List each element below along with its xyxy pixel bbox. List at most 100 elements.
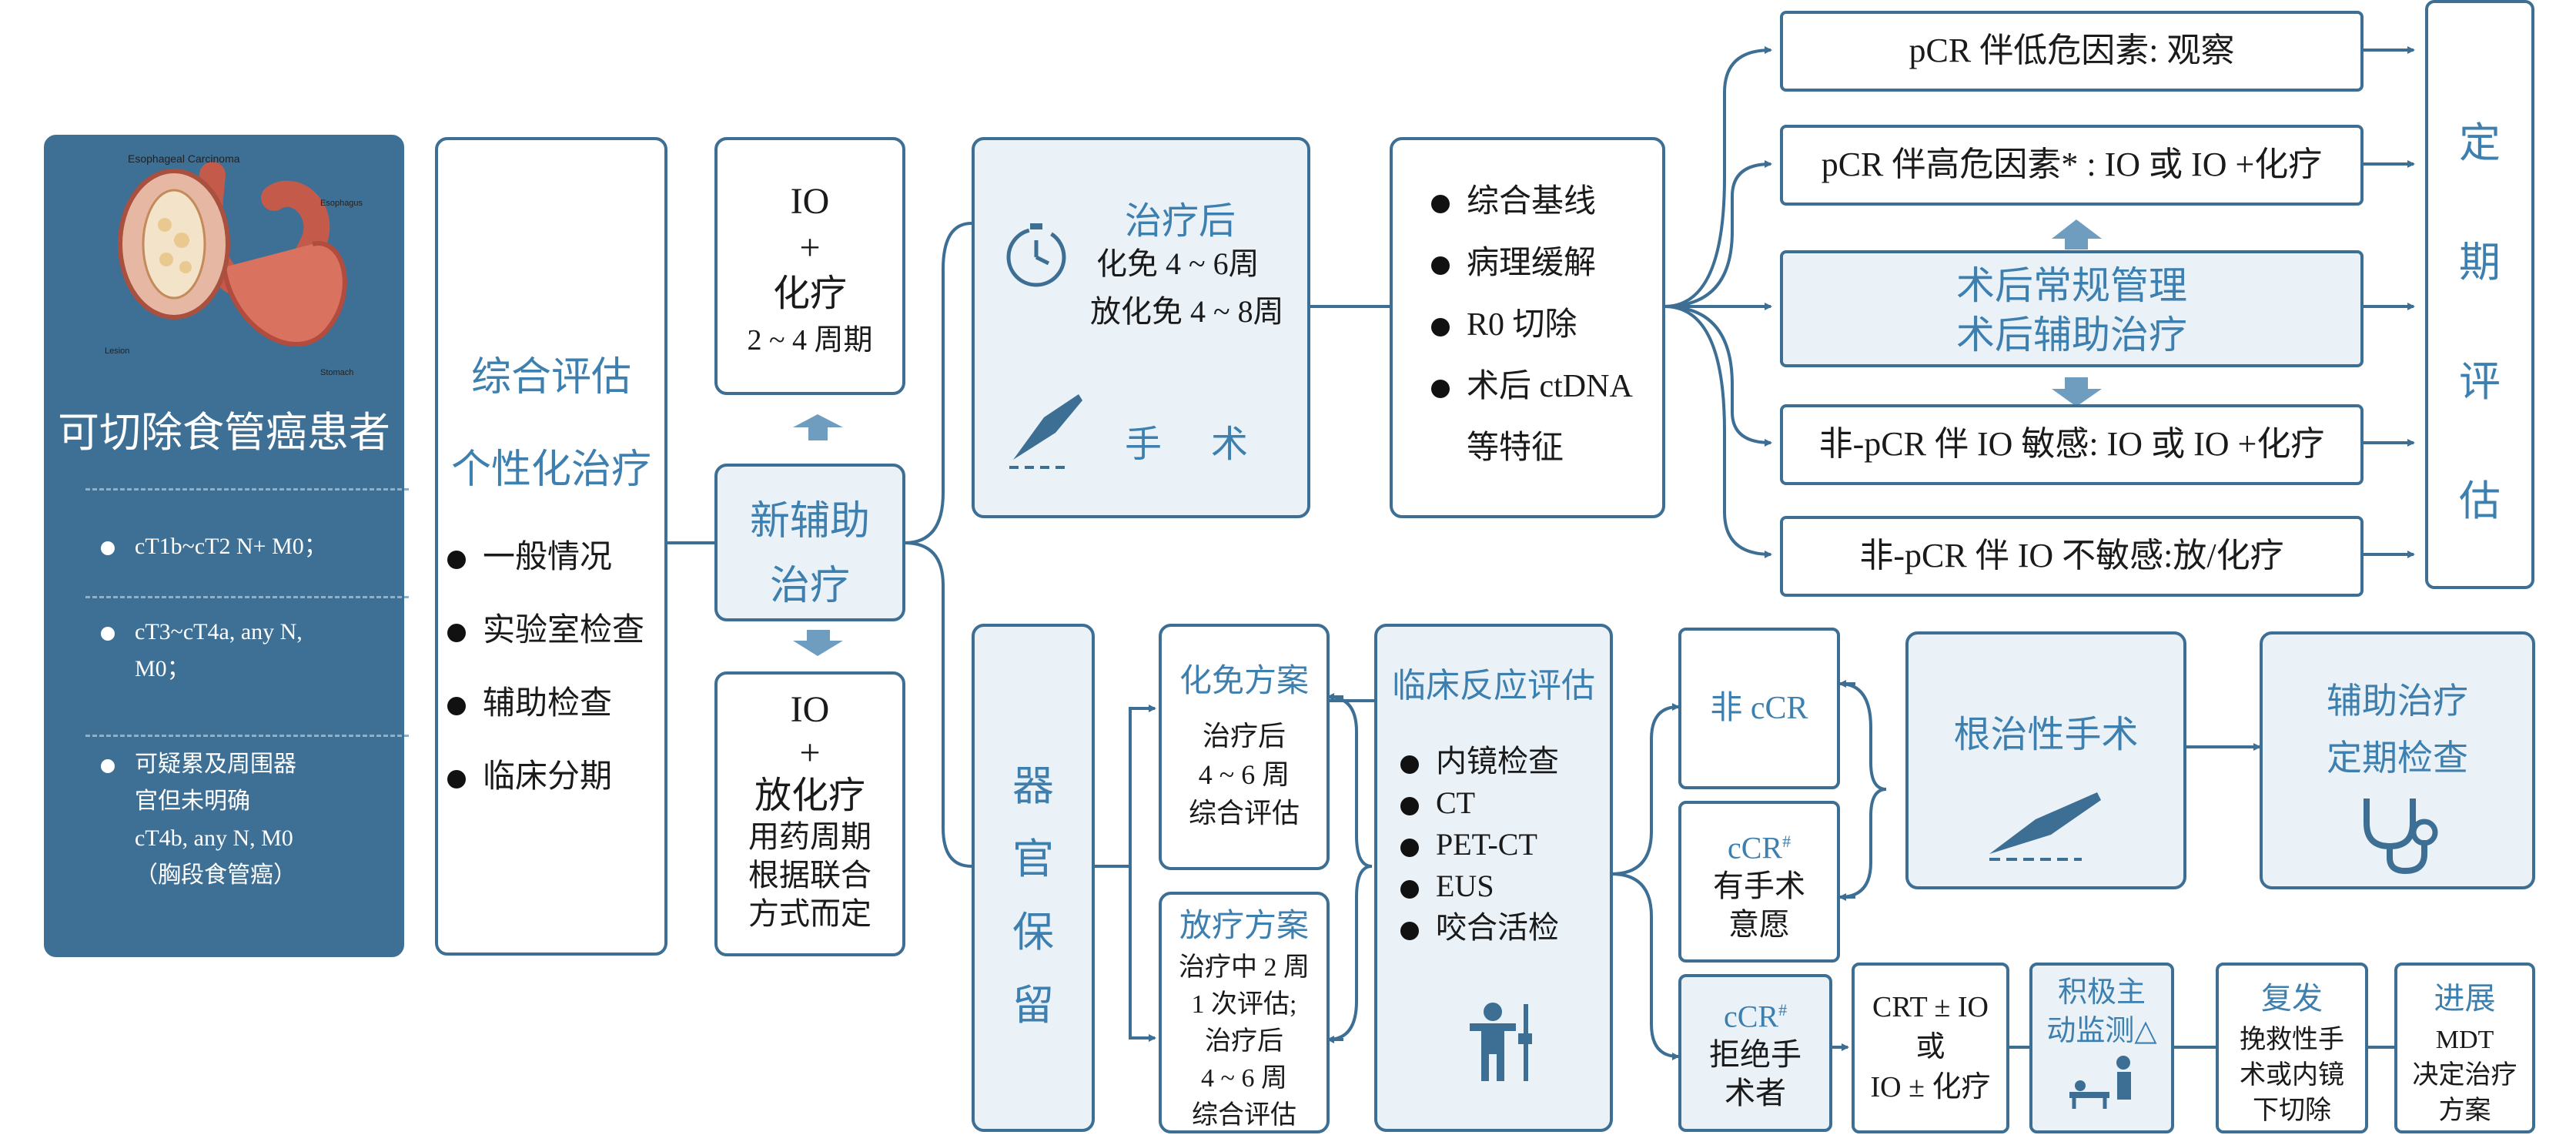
periodic-evaluation-box: 定 期 评 估 [2425, 0, 2534, 589]
ccr-willing-line3: 意愿 [1728, 907, 1790, 942]
neoadjuvant-box: 新辅助 治疗 [714, 464, 905, 621]
io-chemo-line3: 化疗 [772, 273, 847, 314]
organ-char-2: 官 [1012, 836, 1054, 882]
rad-plan-line5: 综合评估 [1192, 1101, 1296, 1130]
io-chemo-box: IO + 化疗 2 ~ 4 周期 [714, 137, 905, 395]
progression-line3: 方案 [2438, 1096, 2491, 1125]
assessment-box: 综合评估 个性化治疗 一般情况 实验室检查 辅助检查 临床分期 [435, 137, 667, 956]
criteria-2: cT3~cT4a, any N,M0； [101, 614, 303, 688]
chemo-immuno-line3: 综合评估 [1188, 798, 1300, 829]
postop-line2: 术后辅助治疗 [1956, 313, 2187, 357]
active-surveillance-box: 积极主 动监测△ [2029, 963, 2174, 1133]
chemo-immuno-plan-box: 化免方案 治疗后 4 ~ 6 周 综合评估 [1159, 624, 1330, 870]
clinical-item-1: 内镜检查 [1436, 744, 1559, 778]
organ-char-1: 器 [1012, 763, 1054, 809]
surgery-interval-1: 化免 4 ~ 6周 [1096, 246, 1260, 281]
organ-char-4: 留 [1012, 983, 1054, 1029]
periodic-char-1: 定 [2459, 120, 2501, 166]
progression-box: 进展 MDT 决定治疗 方案 [2394, 963, 2535, 1133]
patient-panel: Esophageal Carcinoma Esophagus Lesion St… [44, 135, 409, 957]
ccr-refuse-line3: 术者 [1725, 1076, 1786, 1111]
postop-line1: 术后常规管理 [1956, 264, 2187, 307]
baseline-extra: 等特征 [1467, 430, 1564, 466]
io-chemorad-line6: 方式而定 [748, 896, 871, 931]
organ-preservation-box: 器 官 保 留 [972, 624, 1095, 1132]
io-chemorad-line1: IO [790, 689, 830, 730]
organ-char-3: 保 [1012, 909, 1054, 956]
divider [85, 596, 409, 598]
io-chemo-cycles: 2 ~ 4 周期 [747, 324, 873, 357]
periodic-char-3: 评 [2459, 359, 2501, 405]
patient-exam-icon [2069, 1056, 2131, 1109]
io-chemorad-line4: 用药周期 [748, 819, 871, 854]
crt-line2: 或 [1915, 1031, 1945, 1063]
outcome-nonpcr-io-insensitive: 非-pCR 伴 IO 不敏感:放/化疗 [1780, 516, 2364, 597]
baseline-item-3: R0 切除 [1467, 307, 1577, 343]
periodic-char-4: 估 [2459, 478, 2501, 524]
scalpel-icon [1989, 792, 2101, 861]
clinical-item-3: PET-CT [1436, 827, 1537, 862]
adjuvant-checkup-box: 辅助治疗 定期检查 [2260, 631, 2535, 889]
chemo-immuno-title: 化免方案 [1179, 664, 1309, 699]
periodic-char-2: 期 [2459, 239, 2501, 286]
rad-plan-title: 放疗方案 [1179, 909, 1309, 944]
illustration-title: Esophageal Carcinoma [128, 152, 240, 165]
crt-box: CRT ± IO 或 IO ± 化疗 [1852, 963, 2009, 1133]
surgery-box: 治疗后 化免 4 ~ 6周 放化免 4 ~ 8周 手 术 [972, 137, 1310, 518]
progression-line1: MDT [2435, 1026, 2494, 1054]
progression-line2: 决定治疗 [2412, 1061, 2517, 1090]
ccr-refuse-line2: 拒绝手 [1709, 1037, 1802, 1073]
relapse-title: 复发 [2261, 981, 2323, 1016]
clinical-response-box: 临床反应评估 内镜检查 CT PET-CT EUS 咬合活检 [1374, 624, 1613, 1132]
io-chemo-line2: + [799, 227, 821, 268]
assessment-title-2: 个性化治疗 [450, 448, 651, 492]
criteria-1: cT1b~cT2 N+ M0； [101, 527, 327, 561]
outcome-nonpcr-io-sensitive: 非-pCR 伴 IO 敏感: IO 或 IO +化疗 [1780, 404, 2364, 485]
radiotherapy-plan-box: 放疗方案 治疗中 2 周 1 次评估; 治疗后 4 ~ 6 周 综合评估 [1159, 892, 1330, 1133]
ccr-willing-surgery-box: cCR# 有手术 意愿 [1678, 801, 1840, 963]
patient-evaluation-icon [1470, 1003, 1532, 1081]
patient-title: 可切除食管癌患者 [58, 410, 390, 456]
relapse-line3: 下切除 [2253, 1096, 2331, 1125]
active-line2: 动监测△ [2046, 1015, 2157, 1047]
clinical-item-5: 咬合活检 [1436, 910, 1559, 945]
divider [85, 735, 409, 737]
surgery-title: 治疗后 [1125, 201, 1236, 242]
radical-surgery-box: 根治性手术 [1905, 631, 2186, 889]
relapse-line2: 术或内镜 [2240, 1061, 2344, 1090]
non-ccr-box: 非 cCR [1678, 628, 1840, 789]
clinical-item-4: EUS [1436, 869, 1494, 903]
esophagus-stomach-illustration: Esophageal Carcinoma Esophagus Lesion St… [105, 152, 363, 377]
assessment-title-1: 综合评估 [470, 356, 631, 400]
surgery-interval-2: 放化免 4 ~ 8周 [1090, 294, 1284, 329]
rad-plan-line2: 1 次评估; [1191, 990, 1297, 1019]
ccr-refuse-label: cCR# [1723, 999, 1788, 1034]
surgery-label: 手 术 [1125, 424, 1255, 465]
adjuvant-line2: 定期检查 [2327, 738, 2468, 778]
ccr-willing-label: cCR# [1727, 830, 1791, 865]
illustration-stomach-label: Stomach [320, 368, 353, 377]
ccr-refuse-surgery-box: cCR# 拒绝手 术者 [1678, 974, 1832, 1132]
io-chemorad-line3: 放化疗 [754, 775, 865, 816]
ccr-willing-line2: 有手术 [1713, 869, 1805, 904]
clinical-item-2: CT [1436, 785, 1476, 820]
baseline-features-box: 综合基线 病理缓解 R0 切除 术后 ctDNA 等特征 [1390, 137, 1665, 518]
active-line1: 积极主 [2057, 976, 2146, 1009]
baseline-item-1: 综合基线 [1467, 184, 1597, 219]
baseline-item-4: 术后 ctDNA [1467, 369, 1633, 404]
scalpel-icon [1009, 394, 1082, 469]
rad-plan-line4: 4 ~ 6 周 [1201, 1064, 1287, 1093]
relapse-line1: 挽救性手 [2240, 1026, 2344, 1054]
crt-line1: CRT ± IO [1872, 991, 1989, 1023]
postop-management-box: 术后常规管理 术后辅助治疗 [1780, 250, 2364, 367]
neoadjuvant-line1: 新辅助 [749, 500, 870, 544]
timer-icon [1006, 223, 1066, 287]
radical-surgery-label: 根治性手术 [1953, 715, 2139, 755]
clinical-response-title: 临床反应评估 [1392, 667, 1595, 705]
outcome-pcr-high-risk: pCR 伴高危因素* : IO 或 IO +化疗 [1780, 125, 2364, 206]
relapse-box: 复发 挽救性手 术或内镜 下切除 [2216, 963, 2368, 1133]
illustration-lesion-label: Lesion [105, 347, 129, 356]
crt-line3: IO ± 化疗 [1870, 1071, 1991, 1103]
progression-title: 进展 [2434, 981, 2496, 1016]
